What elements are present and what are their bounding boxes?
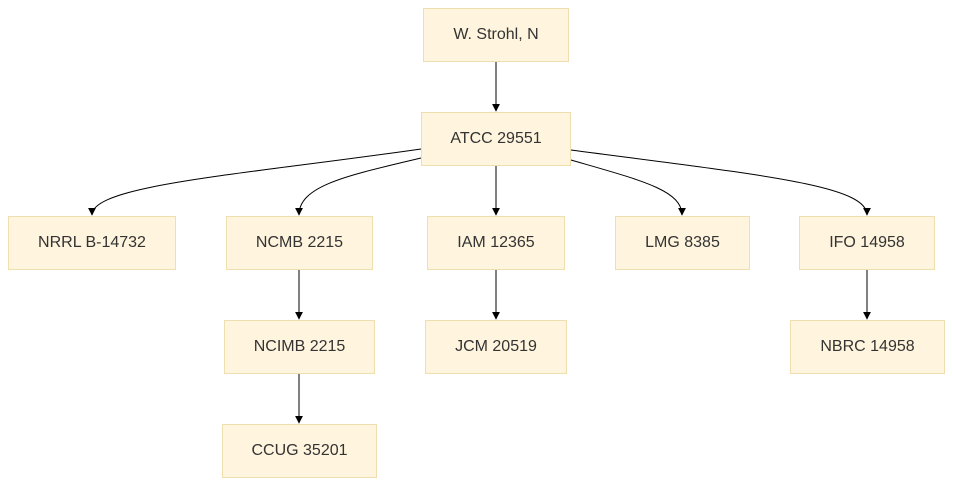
node-nrrl-b-14732: NRRL B-14732 [8, 216, 176, 270]
edge-atcc-ncmb [295, 157, 422, 216]
node-nbrc-14958: NBRC 14958 [790, 320, 945, 374]
node-jcm-20519: JCM 20519 [425, 320, 567, 374]
edge-atcc-lmg [570, 159, 686, 216]
node-atcc-29551: ATCC 29551 [421, 112, 571, 166]
node-ncmb-2215: NCMB 2215 [226, 216, 373, 270]
node-iam-12365: IAM 12365 [427, 216, 565, 270]
node-ifo-14958: IFO 14958 [799, 216, 935, 270]
node-ncimb-2215: NCIMB 2215 [224, 320, 375, 374]
node-ccug-35201: CCUG 35201 [222, 424, 377, 478]
edge-atcc-nrrl [88, 148, 422, 216]
node-lmg-8385: LMG 8385 [615, 216, 750, 270]
edge-atcc-ifo [570, 149, 871, 216]
node-w-strohl: W. Strohl, N [423, 8, 569, 62]
